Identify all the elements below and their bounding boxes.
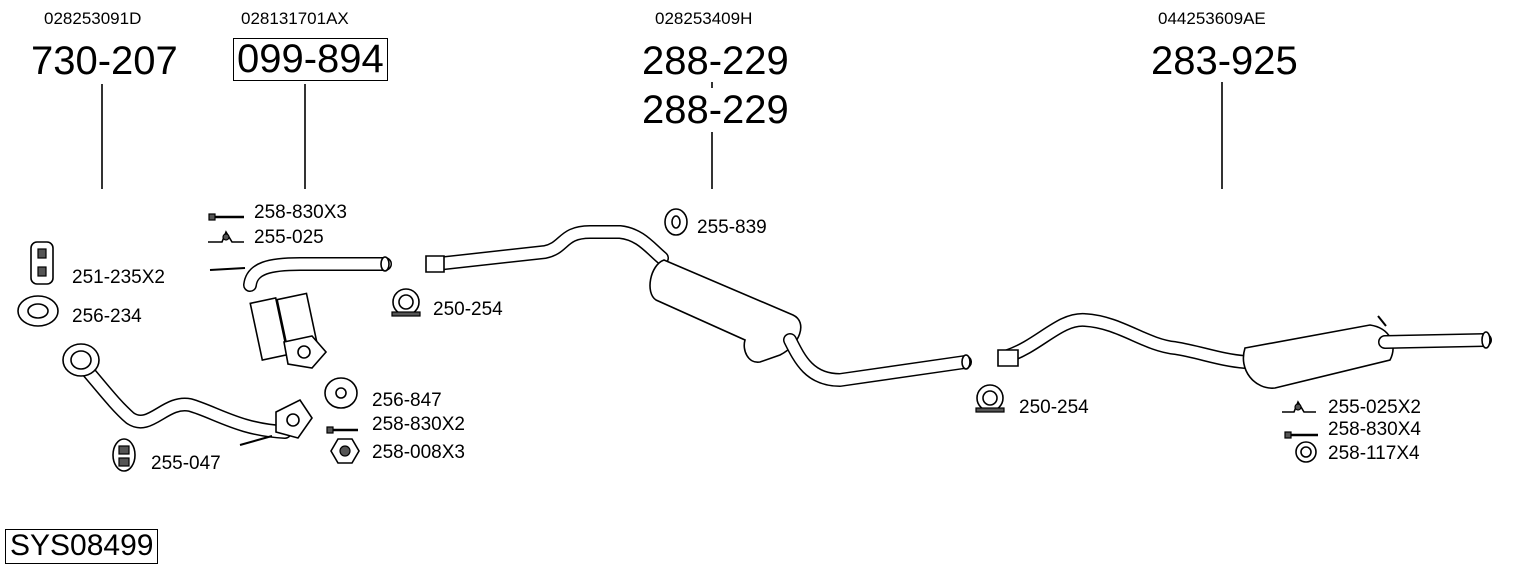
bolt-icon <box>208 213 244 221</box>
bolt-icon <box>1284 431 1318 439</box>
system-id: SYS08499 <box>5 529 159 564</box>
hanger-ring-icon <box>664 208 688 236</box>
catalytic-converter-099-894 <box>209 256 392 369</box>
accessory-251-235x2[interactable]: 251-235X2 <box>72 267 165 288</box>
rear-silencer-283-925 <box>997 312 1492 389</box>
accessory-255-047[interactable]: 255-047 <box>151 453 221 474</box>
oem-number-2: 028131701AX <box>241 9 349 28</box>
accessory-258-008x3[interactable]: 258-008X3 <box>372 442 465 463</box>
rubber-mount-icon <box>30 241 54 285</box>
gasket-ring-icon <box>17 295 59 327</box>
bracket-icon <box>208 230 244 243</box>
accessory-256-234[interactable]: 256-234 <box>72 306 142 327</box>
accessory-258-830x4[interactable]: 258-830X4 <box>1328 419 1421 440</box>
rubber-hanger-icon <box>112 438 136 472</box>
part-number-288-229-b[interactable]: 288-229 <box>642 88 789 132</box>
part-number-288-229-a[interactable]: 288-229 <box>642 39 789 83</box>
clamp-icon <box>391 288 421 317</box>
accessory-255-025[interactable]: 255-025 <box>254 227 324 248</box>
middle-silencer-288-229 <box>425 225 972 387</box>
accessory-250-254-right[interactable]: 250-254 <box>1019 397 1089 418</box>
flange-gasket-icon <box>324 377 358 409</box>
bolt-icon <box>326 426 358 434</box>
accessory-258-117x4[interactable]: 258-117X4 <box>1328 443 1420 464</box>
accessory-255-839[interactable]: 255-839 <box>697 217 767 238</box>
accessory-258-830x2[interactable]: 258-830X2 <box>372 414 465 435</box>
accessory-250-254-left[interactable]: 250-254 <box>433 299 503 320</box>
nut-icon <box>330 438 360 464</box>
front-pipe-730-207 <box>62 343 313 446</box>
washer-icon <box>1295 441 1317 463</box>
clamp-icon <box>975 384 1005 413</box>
oem-number-1: 028253091D <box>44 9 142 28</box>
part-number-099-894[interactable]: 099-894 <box>233 38 388 81</box>
accessory-258-830x3[interactable]: 258-830X3 <box>254 202 347 223</box>
accessory-255-025x2[interactable]: 255-025X2 <box>1328 397 1421 418</box>
accessory-256-847[interactable]: 256-847 <box>372 390 442 411</box>
bracket-icon <box>1282 400 1316 413</box>
part-number-283-925[interactable]: 283-925 <box>1151 39 1298 83</box>
part-number-730-207[interactable]: 730-207 <box>31 39 178 83</box>
oem-number-3: 028253409H <box>655 9 753 28</box>
oem-number-4: 044253609AE <box>1158 9 1266 28</box>
